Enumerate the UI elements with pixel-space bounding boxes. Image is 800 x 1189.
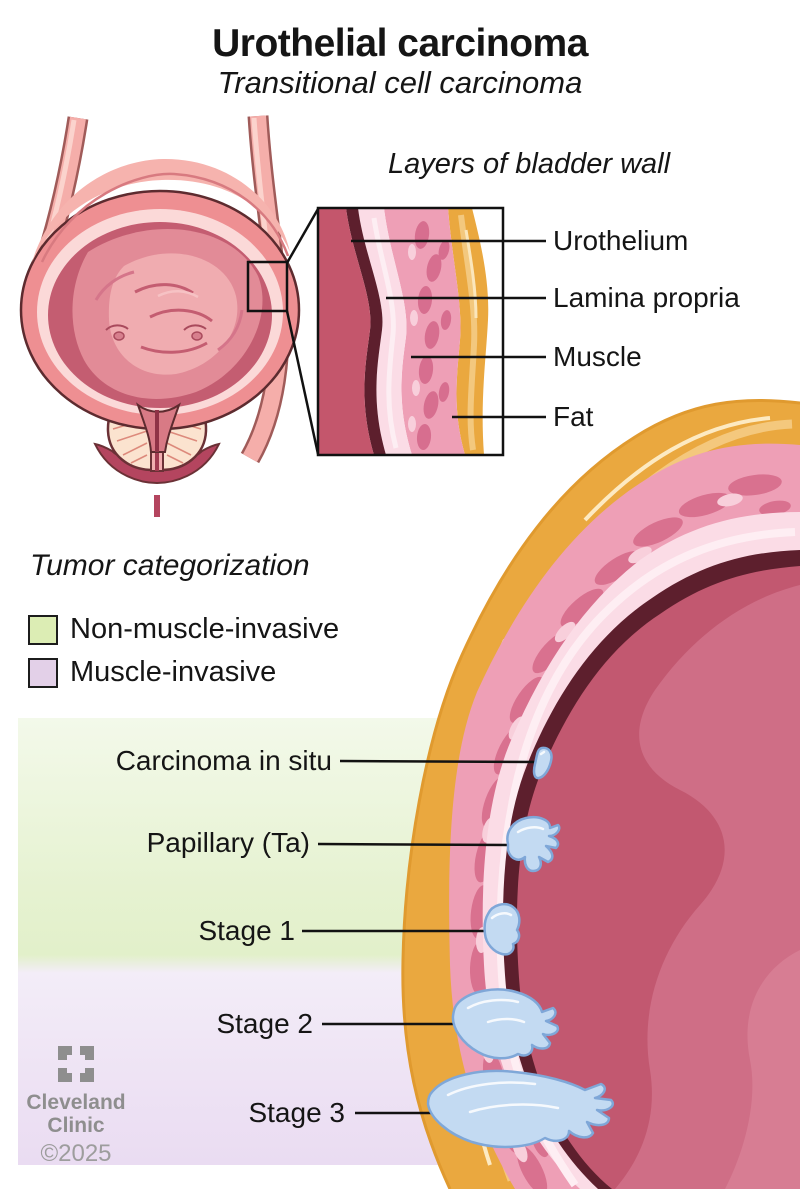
stage-leader-lines <box>302 759 541 1115</box>
label-stage-3: Stage 3 <box>248 1097 345 1128</box>
legend-swatch-purple <box>28 657 58 688</box>
legend-label: Muscle-invasive <box>70 656 277 688</box>
label-stage-2: Stage 2 <box>216 1008 313 1039</box>
wall-inset-heading: Layers of bladder wall <box>387 148 671 180</box>
label-urothelium: Urothelium <box>553 225 689 256</box>
tumor-stage-3 <box>426 1069 614 1149</box>
page-subtitle: Transitional cell carcinoma <box>217 65 583 100</box>
cleveland-clinic-logo-icon <box>58 1046 94 1082</box>
legend-non-muscle-invasive: Non-muscle-invasive <box>28 613 339 646</box>
legend-swatch-green <box>28 614 58 645</box>
tumor-categorization-heading: Tumor categorization <box>30 549 310 582</box>
legend-label: Non-muscle-invasive <box>70 613 340 645</box>
label-stage-1: Stage 1 <box>198 915 295 946</box>
inset-leader-lines <box>351 239 546 419</box>
page-title: Urothelial carcinoma <box>212 22 588 65</box>
legend-muscle-invasive: Muscle-invasive <box>28 656 276 689</box>
label-fat: Fat <box>553 401 594 432</box>
bladder-illustration <box>19 115 320 517</box>
tumor-carcinoma-in-situ <box>532 746 553 780</box>
callout-source-box <box>246 208 320 455</box>
tumor-stage-1 <box>483 902 521 956</box>
cleveland-clinic-attribution: Cleveland Clinic ©2025 <box>18 1046 134 1168</box>
label-carcinoma-in-situ: Carcinoma in situ <box>115 745 332 776</box>
brand-line-2: Clinic <box>47 1114 105 1137</box>
label-papillary-ta: Papillary (Ta) <box>146 827 310 858</box>
bladder-interior-folds <box>72 229 263 399</box>
bladder-wall-arc <box>401 398 800 1189</box>
tumor-stage-2 <box>451 988 560 1060</box>
inset-muscle-texture <box>414 221 452 450</box>
tumor-highlights <box>446 750 560 1114</box>
label-muscle: Muscle <box>553 341 642 372</box>
bladder-body <box>19 158 301 453</box>
ureteral-orifices <box>105 324 207 341</box>
label-lamina-propria: Lamina propria <box>553 282 740 313</box>
copyright: ©2025 <box>40 1140 112 1167</box>
wall-layers-inset <box>316 206 546 457</box>
brand-line-1: Cleveland <box>26 1091 126 1114</box>
